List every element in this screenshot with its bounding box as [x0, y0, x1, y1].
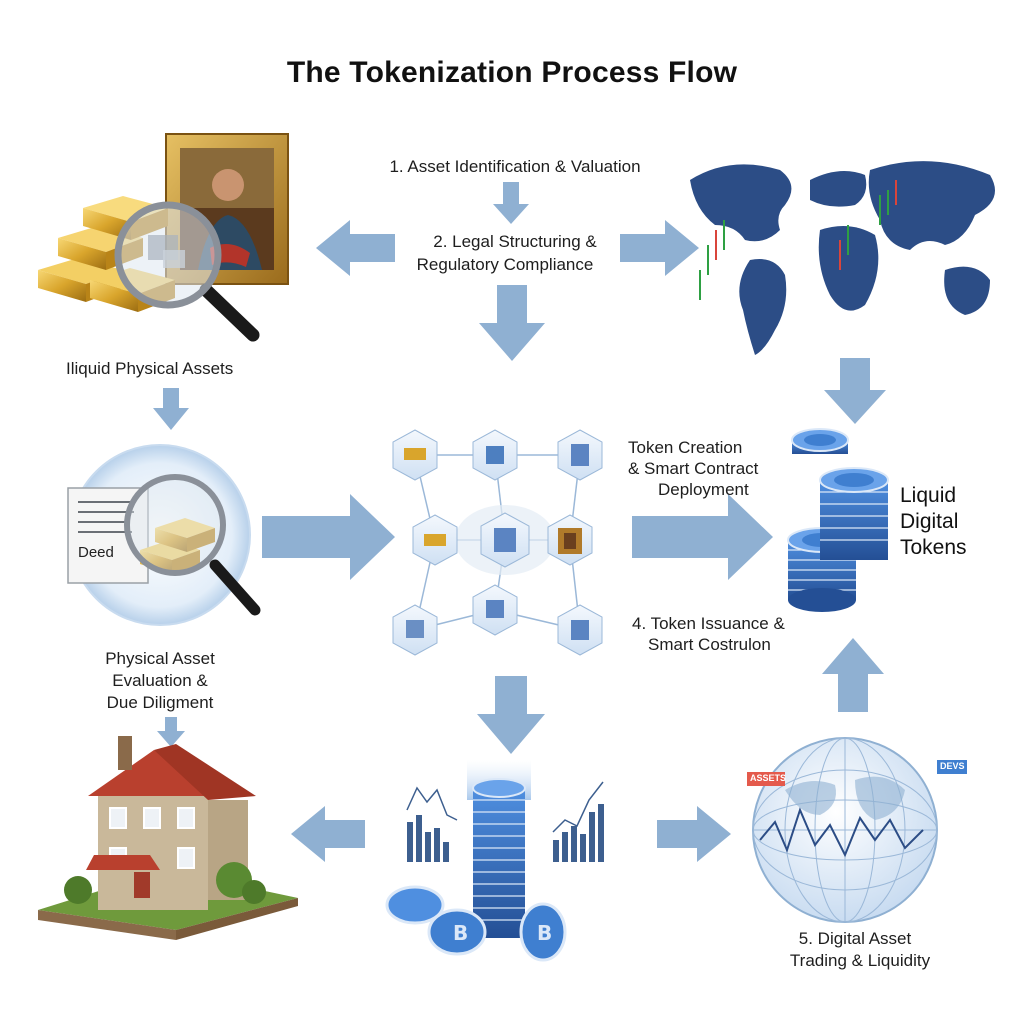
globe-tag-right-badge: [937, 760, 967, 774]
step1-label: 1. Asset Identification & Valuation: [389, 157, 641, 176]
globe-tag-right: DEVS: [940, 761, 965, 771]
network-node-contents: [404, 444, 589, 640]
deed-label: Deed: [78, 544, 114, 561]
arrow-globe-up: [822, 638, 884, 712]
step2-label-line2: Regulatory Compliance: [416, 255, 594, 274]
arrow-network-down: [477, 676, 545, 754]
token-tower-illustration: B B: [385, 760, 604, 962]
liquid-tokens-illustration: [787, 428, 889, 612]
gold-bars-small-icon: [140, 518, 215, 574]
evaluation-label-line2: Evaluation &: [112, 671, 208, 690]
arrow-evaluation-to-network: [262, 494, 395, 580]
arrow-step1-down: [493, 182, 529, 224]
arrow-map-down: [824, 358, 886, 424]
step4-label-line2: Smart Costrulon: [648, 635, 771, 654]
token-stack-icon: [787, 428, 889, 612]
evaluation-label-line3: Due Diligment: [106, 693, 214, 712]
arrow-to-house: [291, 806, 365, 862]
globe-tag-left: ASSETS: [750, 773, 787, 783]
candlestick-chart-icon: [699, 180, 897, 300]
globe-illustration: [747, 737, 967, 923]
house-icon: [38, 736, 298, 940]
svg-text:B: B: [453, 921, 468, 945]
arrow-network-to-tokens: [632, 494, 773, 580]
bar-chart-right-icon: [552, 781, 604, 862]
liquid-tokens-label-line1: Liquid: [900, 484, 957, 507]
magnifier-icon: [124, 474, 261, 616]
coin-icons: B B: [385, 885, 567, 962]
world-map-illustration: [690, 161, 995, 355]
globe-tag-left-badge: [747, 772, 785, 786]
page-title: The Tokenization Process Flow: [286, 56, 738, 89]
arrow-to-world-map: [620, 220, 699, 276]
arrow-evaluation-down: [157, 717, 185, 747]
evaluation-illustration: [67, 444, 261, 626]
physical-assets-illustration: [38, 133, 289, 342]
arrow-to-physical-assets: [316, 220, 395, 276]
house-illustration: [38, 736, 298, 940]
blockchain-network-illustration: [392, 429, 603, 656]
arrow-to-globe: [657, 806, 731, 862]
liquid-tokens-label-line2: Digital: [900, 510, 959, 533]
arrow-illiquid-down: [153, 388, 189, 430]
arrow-to-network: [479, 285, 545, 361]
magnifier-icon: [114, 201, 260, 342]
step3-label-line2: & Smart Contract: [628, 459, 759, 478]
evaluation-label-line1: Physical Asset: [105, 649, 215, 668]
illiquid-assets-label: Iliquid Physical Assets: [66, 359, 234, 378]
globe-icon: [752, 737, 938, 923]
step4-label-line1: 4. Token Issuance &: [632, 614, 785, 633]
step3-label-line1: Token Creation: [628, 438, 743, 457]
bar-chart-left-icon: [406, 786, 458, 862]
liquid-tokens-label-line3: Tokens: [900, 536, 967, 559]
step2-label-line1: 2. Legal Structuring &: [433, 232, 597, 251]
world-map-icon: [690, 161, 995, 355]
step5-label-line1: 5. Digital Asset: [798, 929, 912, 948]
step3-label-line3: Deployment: [658, 480, 749, 499]
svg-text:B: B: [537, 921, 552, 945]
step5-label-line2: Trading & Liquidity: [789, 951, 931, 970]
coin-tower-icon: [472, 778, 526, 938]
